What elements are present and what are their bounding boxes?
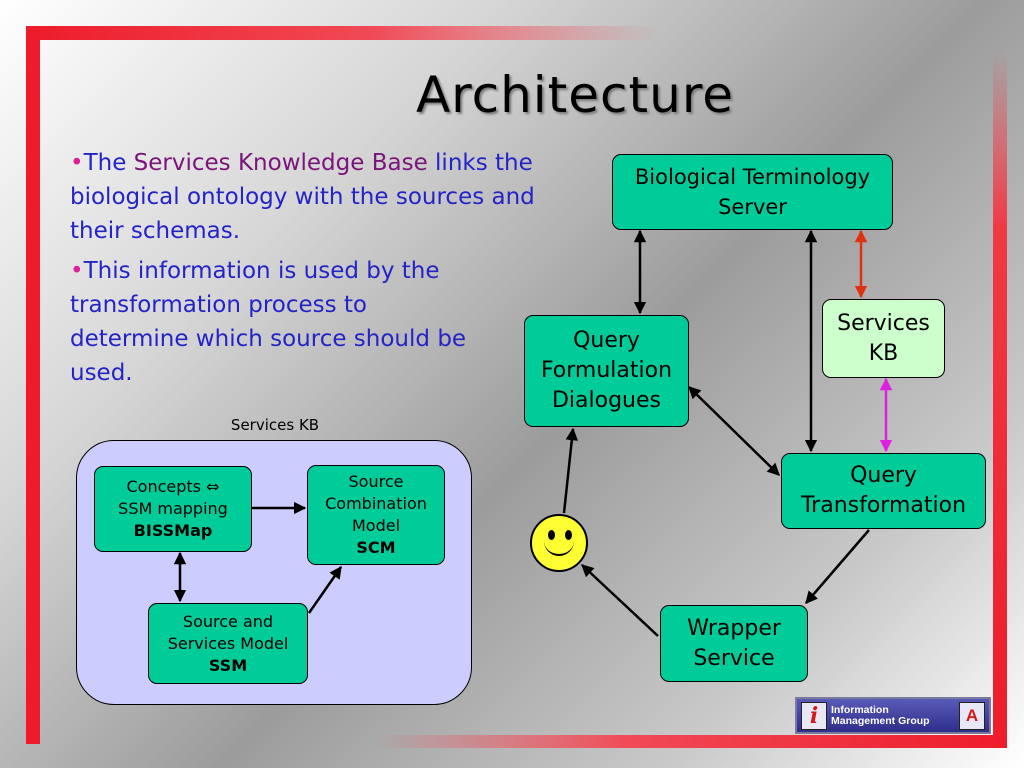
bullet-text-segment: links the biological ontology with the s…	[70, 150, 535, 244]
arrow-wrapper-to-user	[581, 564, 659, 637]
node-label: Model	[351, 516, 401, 535]
node-label: Query	[850, 463, 917, 488]
info-i-icon: i	[801, 701, 827, 730]
node-label: Query	[573, 328, 640, 353]
arrow-ssm-to-scm	[307, 565, 343, 614]
query-formulation-dialogues-node: Query Formulation Dialogues	[524, 315, 689, 427]
logo-mark-icon: A	[959, 701, 985, 730]
logo-line-1: Information	[831, 703, 889, 716]
node-label: Source	[348, 472, 404, 491]
node-label: Source and	[182, 611, 274, 631]
node-label: Transformation	[800, 493, 967, 518]
bullet-marker: •	[70, 150, 84, 176]
node-label: KB	[868, 340, 899, 366]
source-services-model-node: Source and Services Model SSM	[148, 603, 308, 684]
node-acronym: SSM	[208, 655, 248, 675]
node-label: Dialogues	[551, 388, 661, 413]
bullet-text-segment: The	[83, 150, 134, 176]
bullet-item-1: •The Services Knowledge Base links the b…	[70, 146, 550, 248]
concepts-ssm-mapping-node: Concepts ⇔ SSM mapping BISSMap	[94, 466, 252, 552]
node-acronym: BISSMap	[133, 521, 213, 540]
smiley-left-eye	[548, 530, 555, 540]
node-acronym: SCM	[356, 538, 396, 557]
node-label: Formulation	[540, 358, 673, 383]
bullet-item-2: •This information is used by the transfo…	[70, 254, 490, 390]
user-smiley-icon	[530, 514, 588, 572]
query-transformation-node: Query Transformation	[781, 453, 986, 529]
node-label: SSM mapping	[118, 499, 228, 518]
arrow-qfd-qt	[688, 386, 780, 476]
biological-terminology-server-node: Biological Terminology Server	[612, 154, 893, 230]
smiley-mouth	[544, 538, 574, 556]
node-label: Service	[693, 645, 775, 671]
frame-left-bar	[26, 26, 40, 744]
frame-bottom-bar	[375, 735, 1007, 748]
node-label: Wrapper	[687, 615, 781, 641]
node-label: Server	[718, 195, 787, 219]
bullet-marker: •	[70, 258, 84, 284]
smiley-right-eye	[565, 530, 572, 540]
logo-line-2: Management Group	[831, 714, 930, 727]
services-kb-node: Services KB	[822, 299, 945, 378]
wrapper-service-node: Wrapper Service	[660, 605, 808, 682]
frame-right-bar	[993, 50, 1007, 748]
services-kb-caption: Services KB	[230, 416, 320, 434]
services-knowledge-base-term: Services Knowledge Base	[133, 150, 428, 176]
bullet-list: •The Services Knowledge Base links the b…	[70, 146, 550, 396]
slide-title: Architecture	[415, 66, 735, 124]
source-combination-model-node: Source Combination Model SCM	[307, 465, 445, 565]
node-label: Services	[837, 310, 930, 336]
frame-top-bar	[26, 26, 658, 40]
node-label: Biological Terminology	[634, 165, 871, 189]
node-label: Combination	[325, 494, 427, 513]
node-label: Services Model	[167, 633, 289, 653]
information-management-group-logo: i Information Management Group A	[795, 697, 991, 734]
arrow-qt-to-wrapper	[805, 529, 870, 604]
bullet-text: This information is used by the transfor…	[70, 258, 467, 386]
node-label: Concepts ⇔	[126, 477, 220, 496]
logo-text: Information Management Group	[831, 703, 955, 727]
arrow-user-to-qfd	[562, 427, 579, 514]
